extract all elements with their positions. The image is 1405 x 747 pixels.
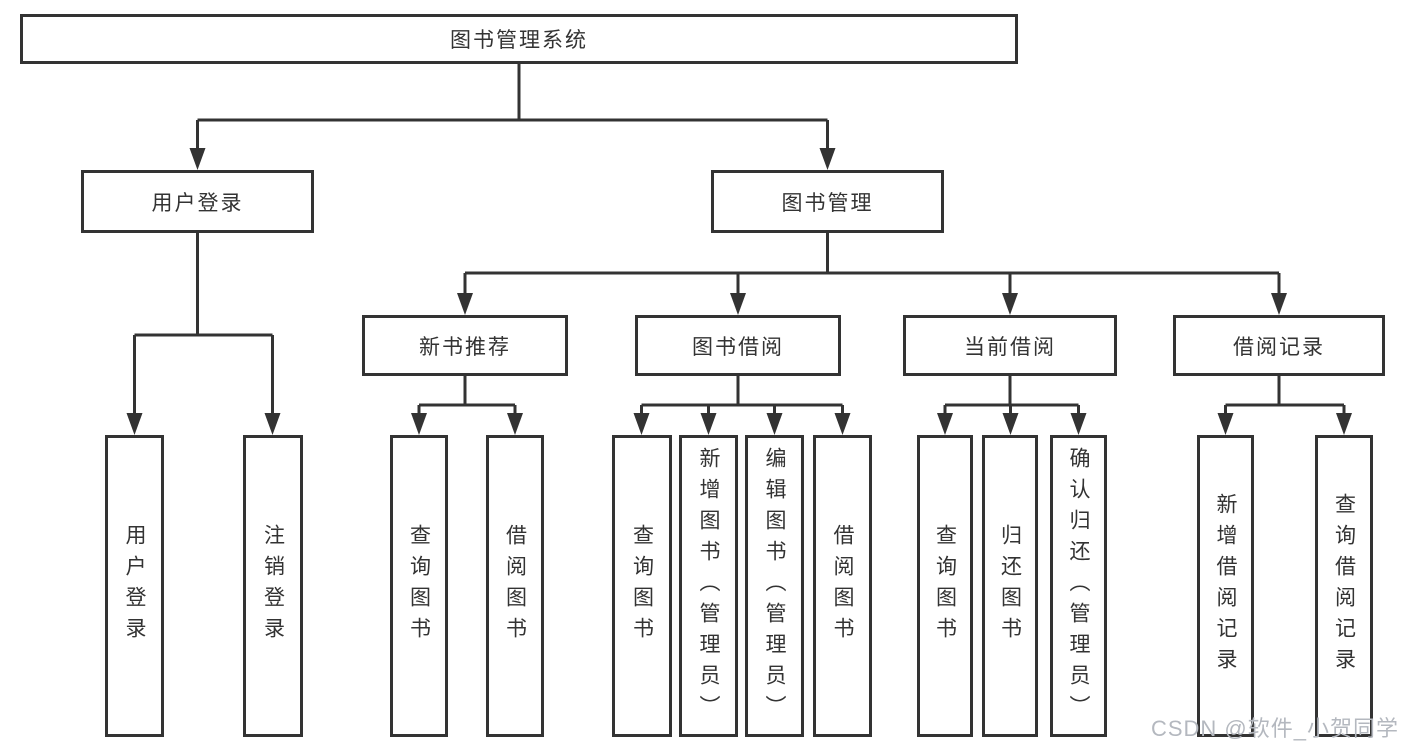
arrow-head [1217, 413, 1234, 435]
node-leaf-add-borrow-record: 新增借阅记录 [1197, 435, 1254, 737]
node-leaf-user-login: 用户登录 [105, 435, 164, 737]
node-user-login: 用户登录 [81, 170, 314, 233]
node-book-borrowing-label: 图书借阅 [692, 335, 784, 359]
node-root: 图书管理系统 [20, 14, 1018, 64]
arrow-head [264, 413, 281, 435]
arrow-head [126, 413, 143, 435]
node-current-borrowing-label: 当前借阅 [964, 335, 1056, 359]
arrow-head [937, 413, 953, 435]
arrow-head [834, 413, 851, 435]
csdn-watermark: CSDN @软件_小贺同学 [1150, 716, 1399, 741]
node-leaf-return-books: 归还图书 [982, 435, 1038, 737]
arrow-head [1070, 413, 1087, 435]
node-new-book-recommend: 新书推荐 [362, 315, 568, 376]
node-leaf-borrow-books-1: 借阅图书 [486, 435, 544, 737]
connector-lines [133, 64, 1346, 417]
arrow-head [1336, 413, 1352, 435]
node-user-login-label: 用户登录 [151, 191, 244, 215]
node-new-book-recommend-label: 新书推荐 [419, 335, 511, 359]
arrow-head [457, 293, 473, 315]
node-leaf-borrow-books-2: 借阅图书 [813, 435, 872, 737]
arrow-head [1271, 293, 1287, 315]
arrow-head [700, 413, 717, 435]
node-leaf-query-books-3-label: 查询图书 [933, 524, 957, 648]
node-leaf-edit-books-admin: 编辑图书（管理员） [745, 435, 804, 737]
node-leaf-add-borrow-record-label: 新增借阅记录 [1214, 493, 1237, 679]
arrow-head [819, 148, 836, 170]
node-leaf-query-books-1: 查询图书 [390, 435, 448, 737]
node-root-label: 图书管理系统 [450, 29, 588, 52]
arrow-head [411, 413, 427, 435]
node-leaf-logout: 注销登录 [243, 435, 303, 737]
node-leaf-logout-label: 注销登录 [261, 524, 285, 648]
node-leaf-query-books-2-label: 查询图书 [630, 524, 654, 648]
node-book-borrowing: 图书借阅 [635, 315, 841, 376]
arrow-head [189, 148, 206, 170]
node-leaf-borrow-books-2-label: 借阅图书 [831, 524, 854, 648]
node-leaf-confirm-return-admin: 确认归还（管理员） [1050, 435, 1107, 737]
arrow-head [1002, 413, 1019, 435]
node-leaf-return-books-label: 归还图书 [998, 524, 1022, 648]
node-leaf-user-login-label: 用户登录 [123, 524, 146, 648]
node-leaf-add-books-admin: 新增图书（管理员） [679, 435, 738, 737]
node-leaf-edit-books-admin-label: 编辑图书（管理员） [763, 446, 786, 726]
arrowheads [126, 148, 1352, 435]
node-leaf-query-borrow-record-label: 查询借阅记录 [1332, 493, 1356, 679]
node-leaf-borrow-books-1-label: 借阅图书 [503, 524, 527, 648]
node-leaf-query-borrow-record: 查询借阅记录 [1315, 435, 1373, 737]
node-leaf-confirm-return-admin-label: 确认归还（管理员） [1067, 446, 1090, 726]
node-leaf-query-books-2: 查询图书 [612, 435, 672, 737]
node-leaf-query-books-3: 查询图书 [917, 435, 973, 737]
node-leaf-add-books-admin-label: 新增图书（管理员） [697, 446, 720, 726]
arrow-head [730, 293, 746, 315]
arrow-head [507, 413, 523, 435]
node-book-management-label: 图书管理 [781, 191, 874, 215]
arrow-head [766, 413, 783, 435]
node-borrowing-records-label: 借阅记录 [1233, 335, 1325, 359]
node-current-borrowing: 当前借阅 [903, 315, 1117, 376]
node-borrowing-records: 借阅记录 [1173, 315, 1385, 376]
arrow-head [1002, 293, 1018, 315]
node-book-management: 图书管理 [711, 170, 944, 233]
arrow-head [633, 413, 650, 435]
node-leaf-query-books-1-label: 查询图书 [407, 524, 431, 648]
